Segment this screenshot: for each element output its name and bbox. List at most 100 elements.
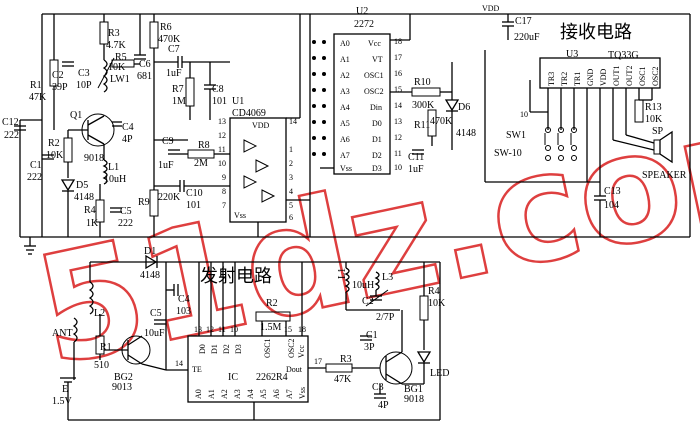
u3-pin: TR3: [547, 72, 556, 86]
u3-pin: OSC2: [651, 66, 660, 86]
u1-vdd: VDD: [252, 121, 270, 130]
ic-pin: D0: [198, 344, 207, 354]
l1-coil: [102, 159, 108, 185]
ic-pin: A4: [246, 389, 255, 399]
u2-pin: D2: [372, 151, 382, 160]
ic-label: IC: [228, 372, 238, 383]
u2-pin: A7: [340, 151, 350, 160]
u3-pin: TR2: [560, 72, 569, 86]
c5-value: 10uF: [144, 328, 165, 339]
ic-dout: Dout: [286, 365, 303, 374]
c8-label: C8: [212, 84, 224, 95]
ic-pin14: 14: [175, 359, 183, 368]
c5-label: C5: [150, 308, 162, 319]
led-icon: [416, 351, 432, 364]
ic-pin: Vcc: [297, 345, 306, 358]
r10-value: 300K: [412, 100, 435, 111]
u3-pin: OUT2: [625, 66, 634, 86]
c1-value: 222: [27, 172, 42, 183]
u1-pin: 14: [289, 117, 297, 126]
u2-pins-left: A0 A1 A2 A3 A4 A5 A6 A7 Vss: [340, 39, 352, 173]
u3-pin: VDD: [599, 68, 608, 86]
r10-resistor: [411, 87, 441, 97]
r4-label: R4: [428, 286, 440, 297]
c3-label: C3: [372, 382, 384, 393]
ic-chip: [187, 335, 309, 403]
u2-pin: Vcc: [368, 39, 381, 48]
c5-value: 222: [118, 218, 133, 229]
u2-pin: D1: [372, 135, 382, 144]
ic-pin: OSC2: [287, 338, 296, 358]
receiver-title: 接收电路: [560, 22, 632, 43]
r8-value: 2M: [194, 158, 208, 169]
u2-pinnum: 10: [394, 163, 402, 172]
u1-pin: 6: [289, 213, 293, 222]
u2-pin: Vss: [340, 164, 352, 173]
u2-pinnum: 17: [394, 53, 402, 62]
lw1-label: LW1: [110, 74, 130, 85]
c11-label: C11: [408, 152, 424, 163]
c12-value: 222: [4, 130, 19, 141]
transmitter-circuit: 发射电路 D1 4148 C4 103 C5 10uF L2 ANT R1 5: [52, 246, 449, 421]
d1-diode: [145, 254, 158, 270]
c9-value: 1uF: [158, 160, 174, 171]
u1-pin: 1: [289, 145, 293, 154]
u3-pin: TR1: [573, 72, 582, 86]
ic-te: TE: [192, 365, 202, 374]
c2-value: 39P: [52, 82, 68, 93]
r2-resistor: [63, 137, 73, 163]
r13-label: R13: [645, 102, 662, 113]
u1-pins-right: 14 1 2 3 4 5 6: [289, 117, 297, 222]
c3-label: C3: [78, 68, 90, 79]
speaker-label: SPEAKER: [642, 170, 687, 181]
ic-pin: D3: [234, 344, 243, 354]
u1-pins-left: 13 12 11 10 9 8 7: [218, 117, 226, 210]
r1-label: R1: [30, 80, 42, 91]
u2-chip: [333, 33, 391, 175]
c12-label: C12: [2, 117, 19, 128]
q1-value: 9018: [84, 153, 104, 164]
u2-pin: A6: [340, 135, 350, 144]
ant-label: ANT: [52, 328, 73, 339]
r6-value: 470K: [158, 34, 181, 45]
u2-pin: D3: [372, 164, 382, 173]
battery-value: 1.5V: [52, 396, 73, 407]
c1-label: C1: [30, 160, 42, 171]
c4-value: 103: [176, 306, 191, 317]
l1-value: 10uH: [104, 174, 126, 185]
receiver-circuit: VDD C12 222 R1 47K C2 39P C1 222 R2 10K: [2, 4, 691, 255]
l1-label: L1: [337, 268, 348, 279]
r2-label: R2: [266, 298, 278, 309]
ic-pin: D2: [222, 344, 231, 354]
r5-label: R5: [115, 52, 127, 63]
u2-pin: A4: [340, 103, 350, 112]
d1-label: D1: [144, 246, 156, 257]
c1-label: C1: [366, 330, 378, 341]
bg2-value: 9013: [112, 382, 132, 393]
u3-pin: GND: [586, 68, 595, 86]
ic-pins-bottom: A0 A1 A2 A3 A4 A5 A6 A7 Vss: [194, 387, 307, 399]
c17-label: C17: [515, 16, 532, 27]
u2-pinnum: 16: [394, 69, 402, 78]
c2-label: C2: [362, 296, 374, 307]
r6-label: R6: [160, 22, 172, 33]
r8-resistor: [187, 149, 215, 159]
r2-label: R2: [48, 138, 60, 149]
r2-resistor: [255, 311, 291, 322]
r13-resistor: [634, 99, 644, 123]
sw10-label: SW-10: [494, 148, 522, 159]
u1-vss: Vss: [234, 211, 246, 220]
u2-pin-numbers: 18 17 16 15 14 13 12 11 10: [394, 37, 402, 172]
ic-pinnum: 10: [230, 325, 238, 334]
u2-pinnum: 11: [394, 149, 402, 158]
u1-pin: 4: [289, 187, 293, 196]
c10-label: C10: [186, 188, 203, 199]
ic-pin: A2: [220, 389, 229, 399]
transmitter-title: 发射电路: [200, 266, 272, 287]
u2-pinnum: 18: [394, 37, 402, 46]
led-label: LED: [430, 368, 449, 379]
u2-part: 2272: [354, 19, 374, 30]
r2-value: 10K: [46, 150, 64, 161]
r10-label: R10: [414, 77, 431, 88]
sp-label: SP: [652, 126, 664, 137]
